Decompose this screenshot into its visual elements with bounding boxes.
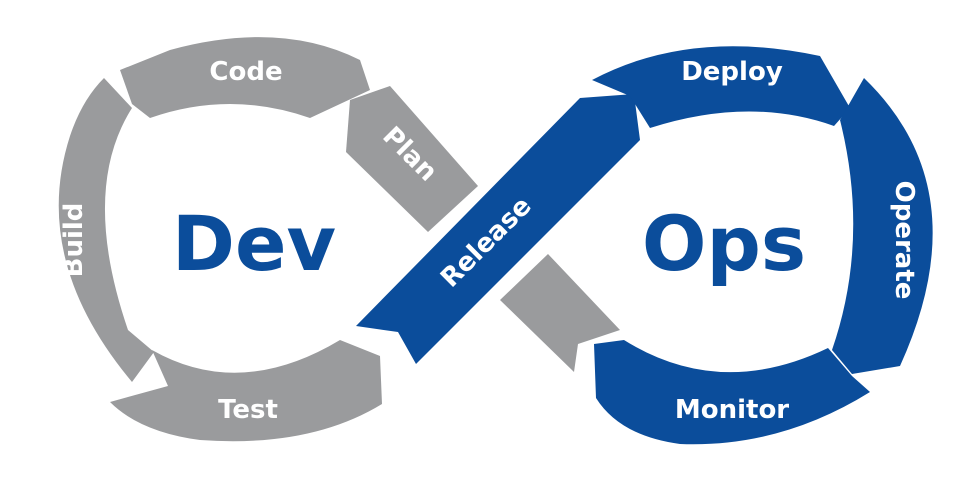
test-segment [110, 340, 382, 442]
stage-label-deploy: Deploy [681, 57, 783, 87]
code-segment [120, 37, 370, 119]
build-segment [58, 78, 154, 382]
dev-to-ops-lower-wedge [500, 254, 620, 372]
ops-loop [356, 46, 933, 445]
release-segment [356, 94, 640, 364]
stage-label-code: Code [209, 57, 282, 87]
operate-segment [832, 78, 933, 374]
dev-word: Dev [172, 199, 336, 288]
stage-label-monitor: Monitor [675, 395, 789, 425]
dev-loop [58, 37, 620, 442]
deploy-segment [592, 46, 850, 129]
plan-segment [346, 86, 478, 232]
stage-label-operate: Operate [889, 181, 919, 300]
monitor-segment [594, 340, 870, 445]
ops-word: Ops [642, 199, 806, 288]
stage-label-build: Build [59, 203, 89, 278]
stage-label-test: Test [218, 395, 278, 425]
